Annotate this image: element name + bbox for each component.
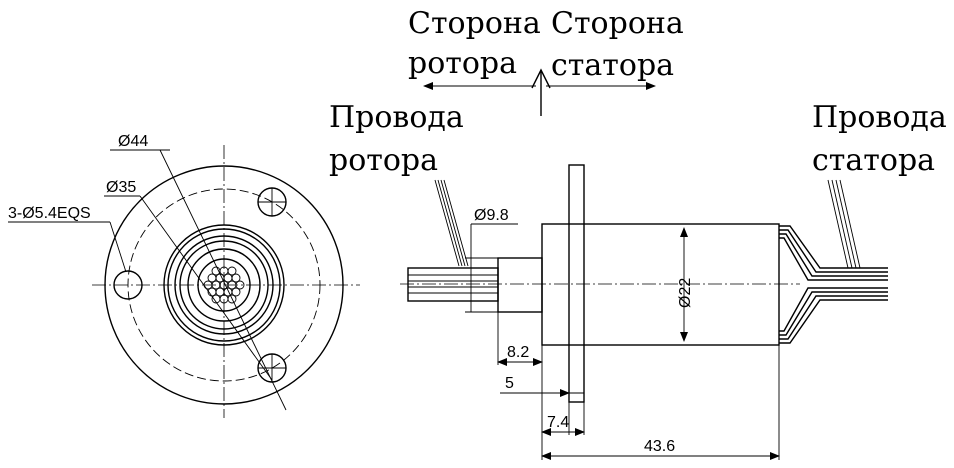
flange-outer-circle	[104, 165, 344, 405]
rotor-side-label-2: ротора	[408, 46, 517, 81]
dim-shaft-length: 8.2	[507, 344, 529, 361]
dim-flange-width: 7.4	[547, 414, 569, 431]
rotor-side-label-1: Сторона	[408, 6, 541, 41]
rotor-shaft	[497, 257, 543, 313]
mounting-flange	[568, 164, 585, 403]
mount-hole-left	[113, 270, 143, 300]
rotor-wire-bundle	[407, 267, 499, 302]
stator-side-label-2: статора	[551, 48, 674, 83]
stator-wires-label-1: Провода	[812, 100, 947, 135]
rotor-wires-leader	[434, 179, 469, 267]
front-wire-bundle	[203, 266, 245, 304]
rotor-wires-label-1: Провода	[329, 100, 464, 135]
side-divider-arrowhead	[531, 68, 551, 89]
bolt-circle	[127, 188, 321, 382]
dim-mount-holes: 3-Ø5.4EQS	[8, 205, 91, 222]
stator-body	[541, 223, 780, 346]
dim-shaft-diameter: Ø9.8	[474, 207, 509, 224]
front-view: Ø44 Ø35 3-Ø5.4EQS	[8, 133, 360, 418]
dim-bolt-circle: Ø35	[106, 179, 136, 196]
stator-wire-bundle	[779, 225, 888, 344]
d44-leader	[159, 149, 287, 411]
dim-total-length: 43.6	[644, 438, 675, 455]
shaft-ring	[187, 248, 261, 322]
dim-flange-offset: 5	[505, 375, 514, 392]
stator-wires-label-2: статора	[812, 143, 935, 178]
rotor-wires-label-2: ротора	[329, 143, 438, 178]
side-view: Ø9.8 Ø22 8.2 5 7.4 43.6	[400, 164, 888, 460]
body-outer-ring	[163, 224, 285, 346]
stator-side-label-1: Сторона	[551, 6, 684, 41]
d35-leader	[139, 195, 273, 381]
holes-leader	[109, 221, 127, 273]
dim-outer-diameter: Ø44	[118, 133, 148, 150]
side-labels: Сторона ротора Сторона статора	[408, 6, 684, 116]
dim-body-diameter: Ø22	[677, 278, 694, 308]
stator-wires-leader	[827, 179, 861, 269]
